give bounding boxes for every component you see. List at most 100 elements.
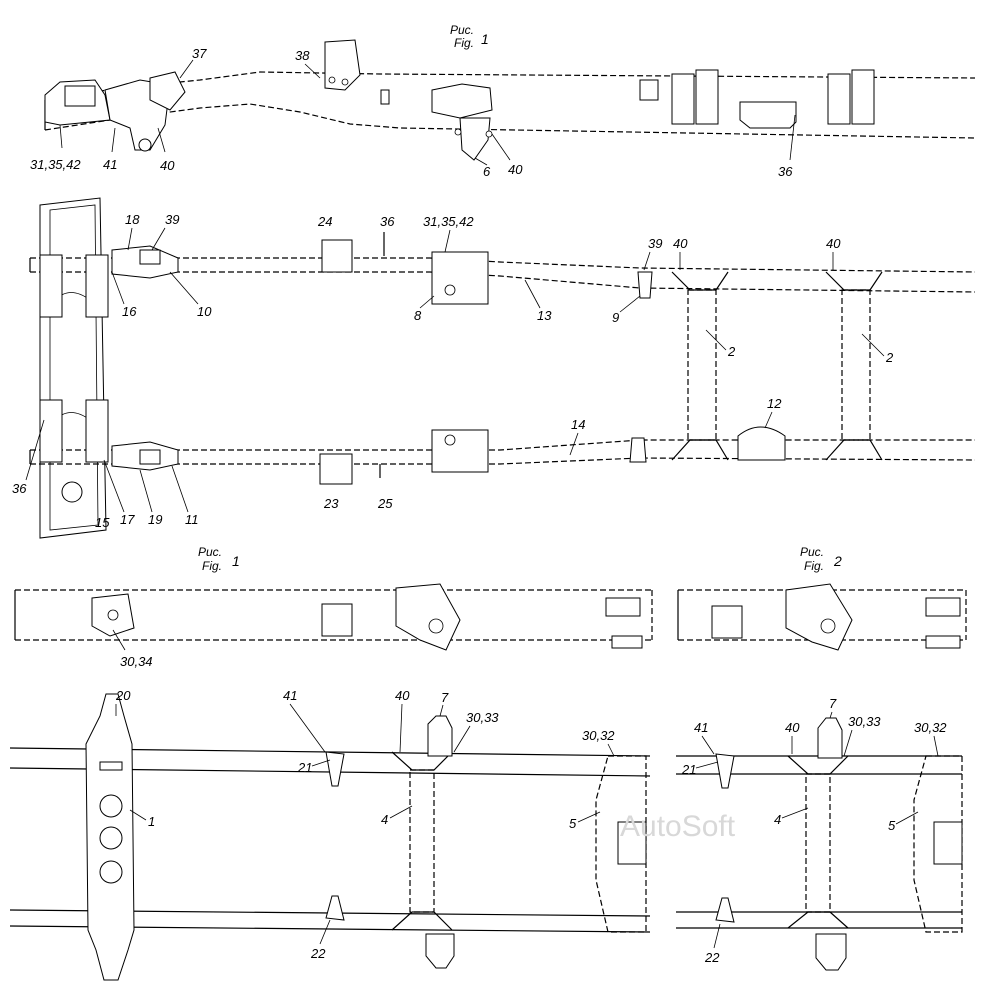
callout-4-bl: 4 [381, 812, 388, 827]
front-gusset-lower-right [85, 399, 109, 463]
callout-38: 38 [295, 48, 310, 63]
callout-36-mid: 36 [380, 214, 395, 229]
callout-17: 17 [120, 512, 135, 527]
spring-lower-bl [425, 933, 455, 969]
bracket-23 [319, 453, 353, 485]
bracket-24 [321, 239, 353, 273]
fig-label-br-en: Fig. [804, 559, 824, 573]
bl-rear-bracket-top [605, 597, 641, 617]
callout-19: 19 [148, 512, 162, 527]
spring-7-bl [427, 715, 453, 757]
bottom-right-side-view: Рис. Fig. 2 [677, 545, 967, 651]
callout-41-br: 41 [694, 720, 708, 735]
callout-40-mid-a: 40 [673, 236, 688, 251]
br-rear-bracket-top [925, 597, 961, 617]
fig-label-br-num: 2 [833, 553, 842, 569]
spring-eye [138, 138, 152, 152]
callout-11: 11 [185, 512, 199, 527]
bracket-lower-small [629, 437, 647, 463]
bracket-21-bl [325, 751, 345, 787]
crossmember-2-a [687, 289, 717, 441]
br-bracket-small [711, 605, 743, 639]
br-spring-mount [785, 583, 853, 651]
callout-14: 14 [571, 417, 585, 432]
callout-5-bl: 5 [569, 816, 577, 831]
callout-30-32-br: 30,32 [914, 720, 947, 735]
callout-40-br: 40 [785, 720, 800, 735]
fig-label-br-ru: Рис. [800, 545, 824, 559]
callout-7-br: 7 [829, 696, 837, 711]
callout-22-br: 22 [704, 950, 720, 965]
callout-30-32-bl: 30,32 [582, 728, 615, 743]
crossmember-4-br [805, 773, 831, 913]
spring-mount-8 [431, 251, 489, 305]
callout-6: 6 [483, 164, 491, 179]
crossmember-plate-d [851, 69, 875, 125]
top-side-view: Рис. Fig. 1 37 38 31,35,42 [30, 23, 976, 179]
callout-10: 10 [197, 304, 212, 319]
callout-1: 1 [148, 814, 155, 829]
callout-40-bl: 40 [395, 688, 410, 703]
spring-7-br [817, 717, 843, 759]
rear-crossmember-5-bl [595, 755, 647, 933]
middle-plan-view: 18 39 24 36 31,35,42 39 40 40 16 10 8 13… [12, 197, 976, 539]
front-gusset-upper-right [85, 254, 109, 318]
front-gusset-upper-left [39, 254, 63, 318]
callout-40-top-b: 40 [508, 162, 523, 177]
bracket-6 [459, 117, 491, 161]
plate-12 [737, 426, 786, 461]
bracket-small [639, 79, 659, 101]
bl-bracket-small [321, 603, 353, 637]
bracket-19 [139, 449, 161, 465]
crossmember-4-bl [409, 769, 435, 913]
callout-37: 37 [192, 46, 207, 61]
front-gusset-lower-left [39, 399, 63, 463]
callout-7-bl: 7 [441, 690, 449, 705]
crossmember-plate-a [671, 73, 695, 125]
bracket-21-br [715, 753, 735, 789]
callout-18: 18 [125, 212, 140, 227]
bumper-hole [61, 481, 83, 503]
bl-spring-mount [395, 583, 461, 651]
crossmember-plate-b [695, 69, 719, 125]
callout-21-bl: 21 [297, 760, 312, 775]
bl-rear-bracket-bottom [611, 635, 643, 649]
callout-4-br: 4 [774, 812, 781, 827]
fig-label-top-num: 1 [481, 31, 489, 47]
callout-39-right: 39 [648, 236, 662, 251]
fig-label-bl-en: Fig. [202, 559, 222, 573]
bracket-22-bl [325, 895, 345, 921]
fig-label-bl-num: 1 [232, 553, 240, 569]
callout-22-bl: 22 [310, 946, 326, 961]
callout-12: 12 [767, 396, 782, 411]
callout-8: 8 [414, 308, 422, 323]
callout-30-33-br: 30,33 [848, 714, 881, 729]
upper-rail-top-edge [30, 257, 976, 273]
front-bracket-plate [64, 85, 96, 107]
callout-30-34: 30,34 [120, 654, 153, 669]
fig-label-top-en: Fig. [454, 36, 474, 50]
callout-36-top: 36 [778, 164, 793, 179]
callout-40-top-a: 40 [160, 158, 175, 173]
crossmember-plate-c [827, 73, 851, 125]
bracket-9 [637, 271, 653, 299]
spring-lower-br [815, 933, 847, 971]
bottom-left-plan-view: 20 1 41 21 40 7 30,33 30,32 4 5 22 [9, 688, 651, 981]
callout-31-35-42-top: 31,35,42 [30, 157, 81, 172]
bottom-left-side-view: Рис. Fig. 1 30,34 [14, 545, 653, 669]
callout-30-33-bl: 30,33 [466, 710, 499, 725]
crossmember-2-b [841, 289, 871, 441]
fig-label-top-ru: Рис. [450, 23, 474, 37]
watermark: AutoSoft [620, 810, 736, 843]
upper-rail-bottom-edge [30, 271, 976, 293]
callout-5-br: 5 [888, 818, 896, 833]
callout-36-left: 36 [12, 481, 27, 496]
bracket-22-br [715, 897, 735, 923]
br-rear-bracket-bottom [925, 635, 961, 649]
spring-mount-middle [431, 83, 493, 119]
bracket-39-left [139, 249, 161, 265]
fig-label-bl-ru: Рис. [198, 545, 222, 559]
callout-2-a: 2 [727, 344, 736, 359]
callout-21-br: 21 [681, 762, 696, 777]
